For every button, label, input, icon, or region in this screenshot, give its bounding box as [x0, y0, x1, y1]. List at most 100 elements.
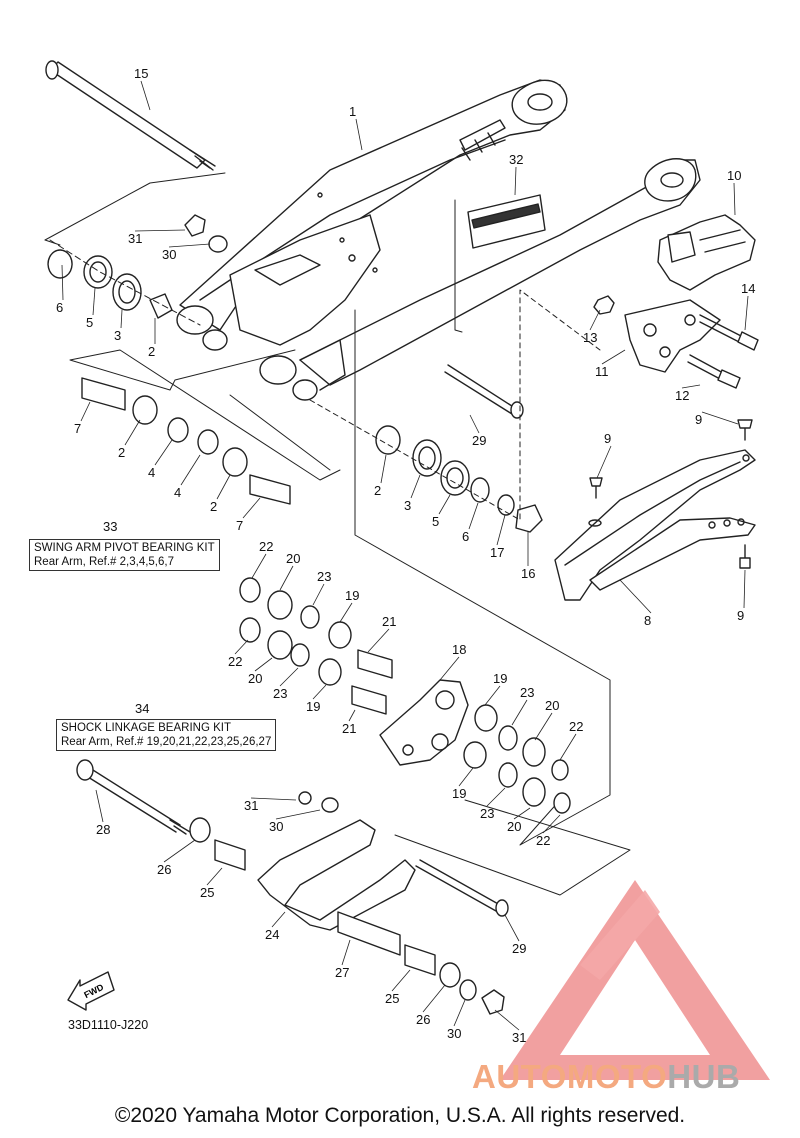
callout-7: 7	[74, 421, 81, 436]
leader-line	[120, 309, 123, 329]
fwd-arrow-icon	[67, 971, 115, 1011]
callout-28: 28	[96, 822, 110, 837]
leader-line	[422, 984, 446, 1013]
callout-23: 23	[520, 685, 534, 700]
callout-9: 9	[695, 412, 702, 427]
leader-line	[312, 583, 325, 606]
swing-arm-part	[176, 79, 701, 401]
leader-line	[234, 639, 249, 655]
relay-arm-part	[379, 679, 469, 766]
leader-line	[601, 349, 626, 365]
callout-2: 2	[210, 499, 217, 514]
callout-20: 20	[507, 819, 521, 834]
chain-guide-part	[657, 214, 756, 291]
leader-line	[168, 243, 211, 248]
leader-line	[279, 667, 299, 687]
callout-21: 21	[382, 614, 396, 629]
callout-14: 14	[741, 281, 755, 296]
callout-31: 31	[512, 1030, 526, 1045]
callout-31: 31	[244, 798, 258, 813]
callout-2: 2	[148, 344, 155, 359]
callout-2: 2	[374, 483, 381, 498]
watermark-part2: HUB	[667, 1058, 741, 1095]
leader-line	[438, 494, 451, 515]
callout-24: 24	[265, 927, 279, 942]
leader-line	[279, 565, 294, 591]
bolt-part	[699, 314, 746, 345]
callout-9: 9	[604, 431, 611, 446]
kit-33-box: SWING ARM PIVOT BEARING KIT Rear Arm, Re…	[29, 539, 220, 571]
bearing-6	[47, 249, 73, 279]
callout-5: 5	[432, 514, 439, 529]
leader-line	[542, 814, 561, 834]
callout-18: 18	[452, 642, 466, 657]
callout-30: 30	[269, 819, 283, 834]
callout-30: 30	[447, 1026, 461, 1041]
leader-line	[504, 914, 520, 942]
leader-line	[486, 787, 506, 807]
callout-2: 2	[118, 445, 125, 460]
callout-26: 26	[157, 862, 171, 877]
callout-19: 19	[452, 786, 466, 801]
callout-19: 19	[493, 671, 507, 686]
callout-25: 25	[385, 991, 399, 1006]
callout-6: 6	[462, 529, 469, 544]
leader-line	[496, 514, 506, 546]
callout-26: 26	[416, 1012, 430, 1027]
callout-17: 17	[490, 545, 504, 560]
callout-27: 27	[335, 965, 349, 980]
callout-25: 25	[200, 885, 214, 900]
leader-line	[534, 712, 553, 741]
leader-line	[275, 809, 321, 820]
leader-line	[312, 684, 327, 700]
leader-line	[701, 411, 739, 425]
callout-31: 31	[128, 231, 142, 246]
callout-9: 9	[737, 608, 744, 623]
leader-line	[458, 767, 474, 787]
leader-line	[733, 182, 736, 216]
callout-19: 19	[306, 699, 320, 714]
callout-7: 7	[236, 518, 243, 533]
leader-line	[206, 867, 223, 886]
leader-line	[154, 439, 173, 466]
bracket-part	[624, 299, 721, 373]
callout-10: 10	[727, 168, 741, 183]
automotohub-logo	[500, 880, 770, 1080]
leader-line	[163, 839, 196, 863]
callout-20: 20	[545, 698, 559, 713]
leader-line	[410, 474, 421, 499]
leader-line	[367, 628, 390, 653]
leader-line	[513, 807, 531, 820]
callout-3: 3	[404, 498, 411, 513]
kit-34-title: SHOCK LINKAGE BEARING KIT	[61, 722, 231, 734]
callout-29: 29	[512, 941, 526, 956]
copyright-notice: ©2020 Yamaha Motor Corporation, U.S.A. A…	[114, 1104, 686, 1127]
callout-8: 8	[644, 613, 651, 628]
leader-line	[468, 502, 479, 530]
watermark-text: AUTOMOTOHUB	[472, 1058, 740, 1096]
pivot-shaft-part	[45, 60, 216, 171]
leader-line	[453, 999, 466, 1027]
callout-4: 4	[148, 465, 155, 480]
callout-19: 19	[345, 588, 359, 603]
leader-line	[494, 1009, 520, 1031]
chain-slider-part	[554, 449, 756, 601]
kit-33-ref: 33	[103, 519, 117, 534]
kit-33-title: SWING ARM PIVOT BEARING KIT	[34, 542, 215, 554]
leader-line	[92, 287, 96, 316]
callout-30: 30	[162, 247, 176, 262]
leader-line	[61, 264, 64, 301]
leader-line	[681, 384, 701, 389]
leader-line	[391, 969, 411, 992]
leader-line	[134, 229, 186, 232]
callout-22: 22	[259, 539, 273, 554]
leader-line	[348, 709, 356, 722]
leader-line	[559, 733, 577, 761]
connecting-rod-part	[257, 819, 416, 931]
callout-22: 22	[569, 719, 583, 734]
callout-4: 4	[174, 485, 181, 500]
leader-line	[254, 657, 273, 672]
watermark-part1: AUTOMOTO	[472, 1058, 668, 1095]
leader-line	[124, 419, 141, 446]
